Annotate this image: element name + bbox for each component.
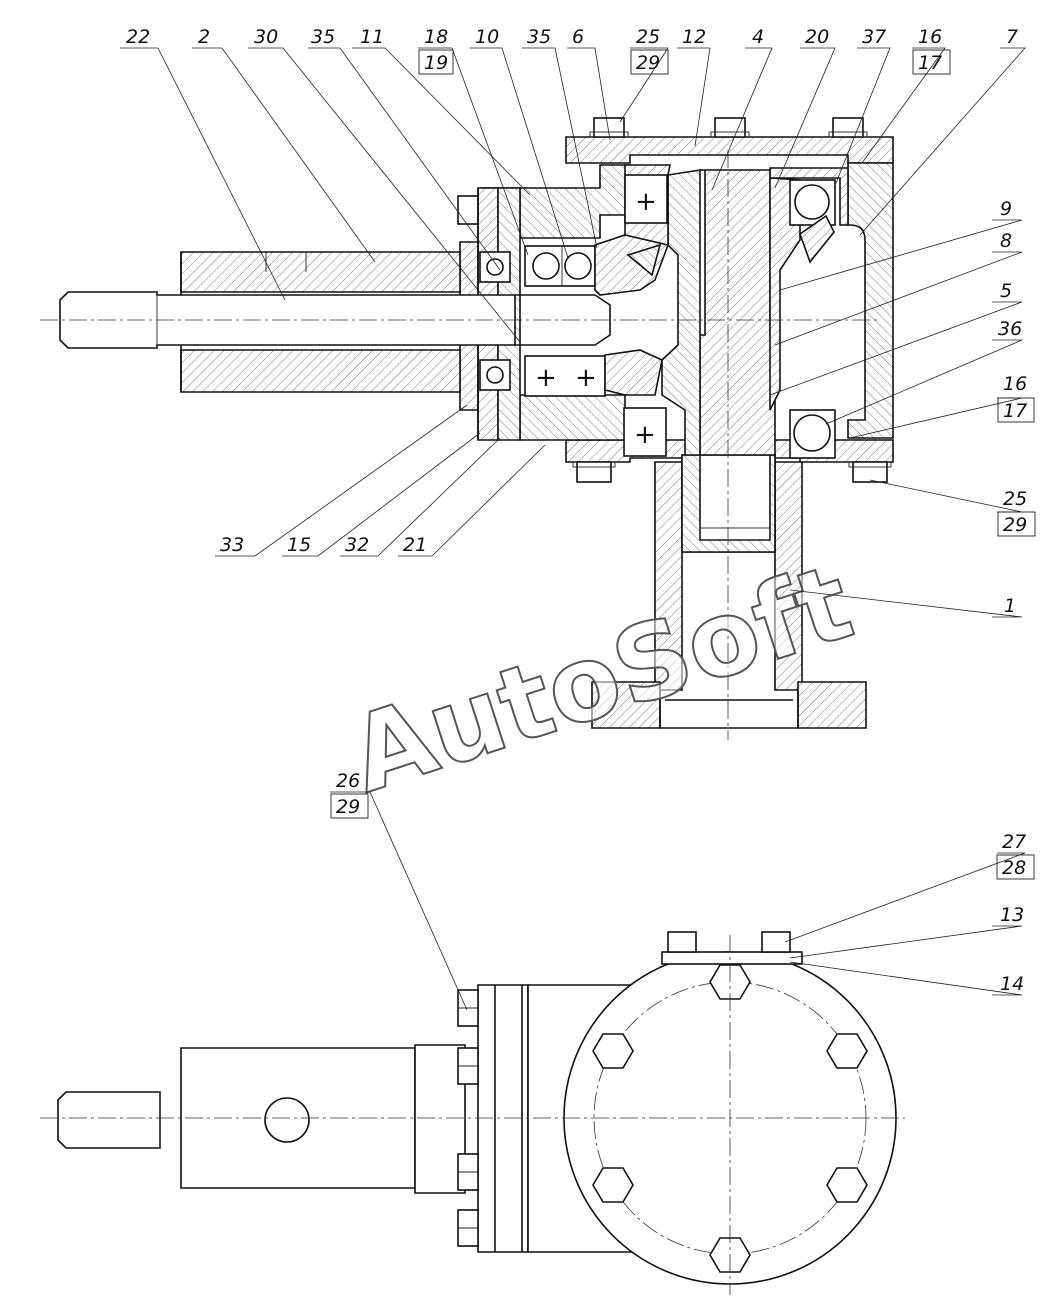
- label-21: 21: [403, 534, 427, 556]
- svg-text:+: +: [575, 363, 597, 393]
- sleeve-hole: [264, 1097, 310, 1143]
- bevel-gear: [661, 169, 701, 456]
- label-2: 2: [198, 26, 210, 48]
- output-shaft-end: [57, 1091, 161, 1149]
- input-bearings: + +: [524, 245, 606, 397]
- label-37: 37: [862, 26, 886, 48]
- label-5: 5: [1000, 280, 1012, 302]
- label-18: 18: [424, 26, 448, 48]
- bearing-flange: [477, 984, 529, 1253]
- label-1: 1: [1004, 595, 1016, 617]
- label-8: 8: [1000, 230, 1012, 252]
- lower-right-bearing: [789, 409, 836, 459]
- external-view: [40, 931, 905, 1295]
- svg-text:+: +: [634, 420, 656, 450]
- label-15: 15: [287, 534, 311, 556]
- part-labels: 22 2 30 35 11 18 19 10 35 6 25 29 12 4 2…: [126, 26, 1036, 995]
- label-29a: 29: [636, 52, 660, 74]
- label-22: 22: [126, 26, 150, 48]
- label-13: 13: [1000, 904, 1024, 926]
- label-30: 30: [254, 26, 278, 48]
- label-25b: 25: [1003, 488, 1027, 510]
- label-10: 10: [475, 26, 499, 48]
- label-20: 20: [805, 26, 829, 48]
- bottom-bolts: [572, 461, 892, 483]
- support-tube: [654, 461, 683, 691]
- label-35a: 35: [311, 26, 335, 48]
- label-35b: 35: [527, 26, 551, 48]
- label-29c: 29: [336, 796, 360, 818]
- housing: [847, 162, 894, 439]
- label-17b: 17: [1003, 400, 1027, 422]
- label-4: 4: [752, 26, 764, 48]
- vertical-shaft: [699, 169, 776, 456]
- clamp-bolts: [661, 931, 803, 965]
- upper-right-bearing: [789, 179, 836, 264]
- section-view: + + + +: [40, 117, 894, 740]
- shaft-seals: [479, 251, 511, 391]
- label-11: 11: [360, 26, 384, 48]
- label-16a: 16: [918, 26, 942, 48]
- gear-blocks: + +: [623, 174, 668, 457]
- label-6: 6: [572, 26, 584, 48]
- side-bolts: [457, 989, 479, 1247]
- label-32: 32: [345, 534, 369, 556]
- top-cover-bolts: [589, 117, 868, 138]
- svg-text:+: +: [635, 187, 657, 217]
- label-25a: 25: [636, 26, 660, 48]
- watermark: AutoSoft: [336, 541, 865, 817]
- label-17a: 17: [918, 52, 942, 74]
- label-12: 12: [682, 26, 706, 48]
- cover-bolts: [592, 964, 868, 1273]
- label-27: 27: [1002, 831, 1026, 853]
- label-9: 9: [1000, 198, 1012, 220]
- label-33: 33: [220, 534, 244, 556]
- leader-lines: [120, 47, 1026, 1011]
- pinion-gear: [594, 234, 670, 296]
- label-28: 28: [1002, 857, 1026, 879]
- label-14: 14: [1000, 973, 1024, 995]
- label-26: 26: [336, 770, 360, 792]
- label-7: 7: [1006, 26, 1018, 48]
- label-19: 19: [424, 52, 448, 74]
- input-sleeve: [180, 251, 461, 293]
- svg-text:+: +: [535, 363, 557, 393]
- label-16b: 16: [1003, 373, 1027, 395]
- label-29b: 29: [1003, 514, 1027, 536]
- label-36: 36: [998, 318, 1022, 340]
- top-cover: [565, 136, 894, 164]
